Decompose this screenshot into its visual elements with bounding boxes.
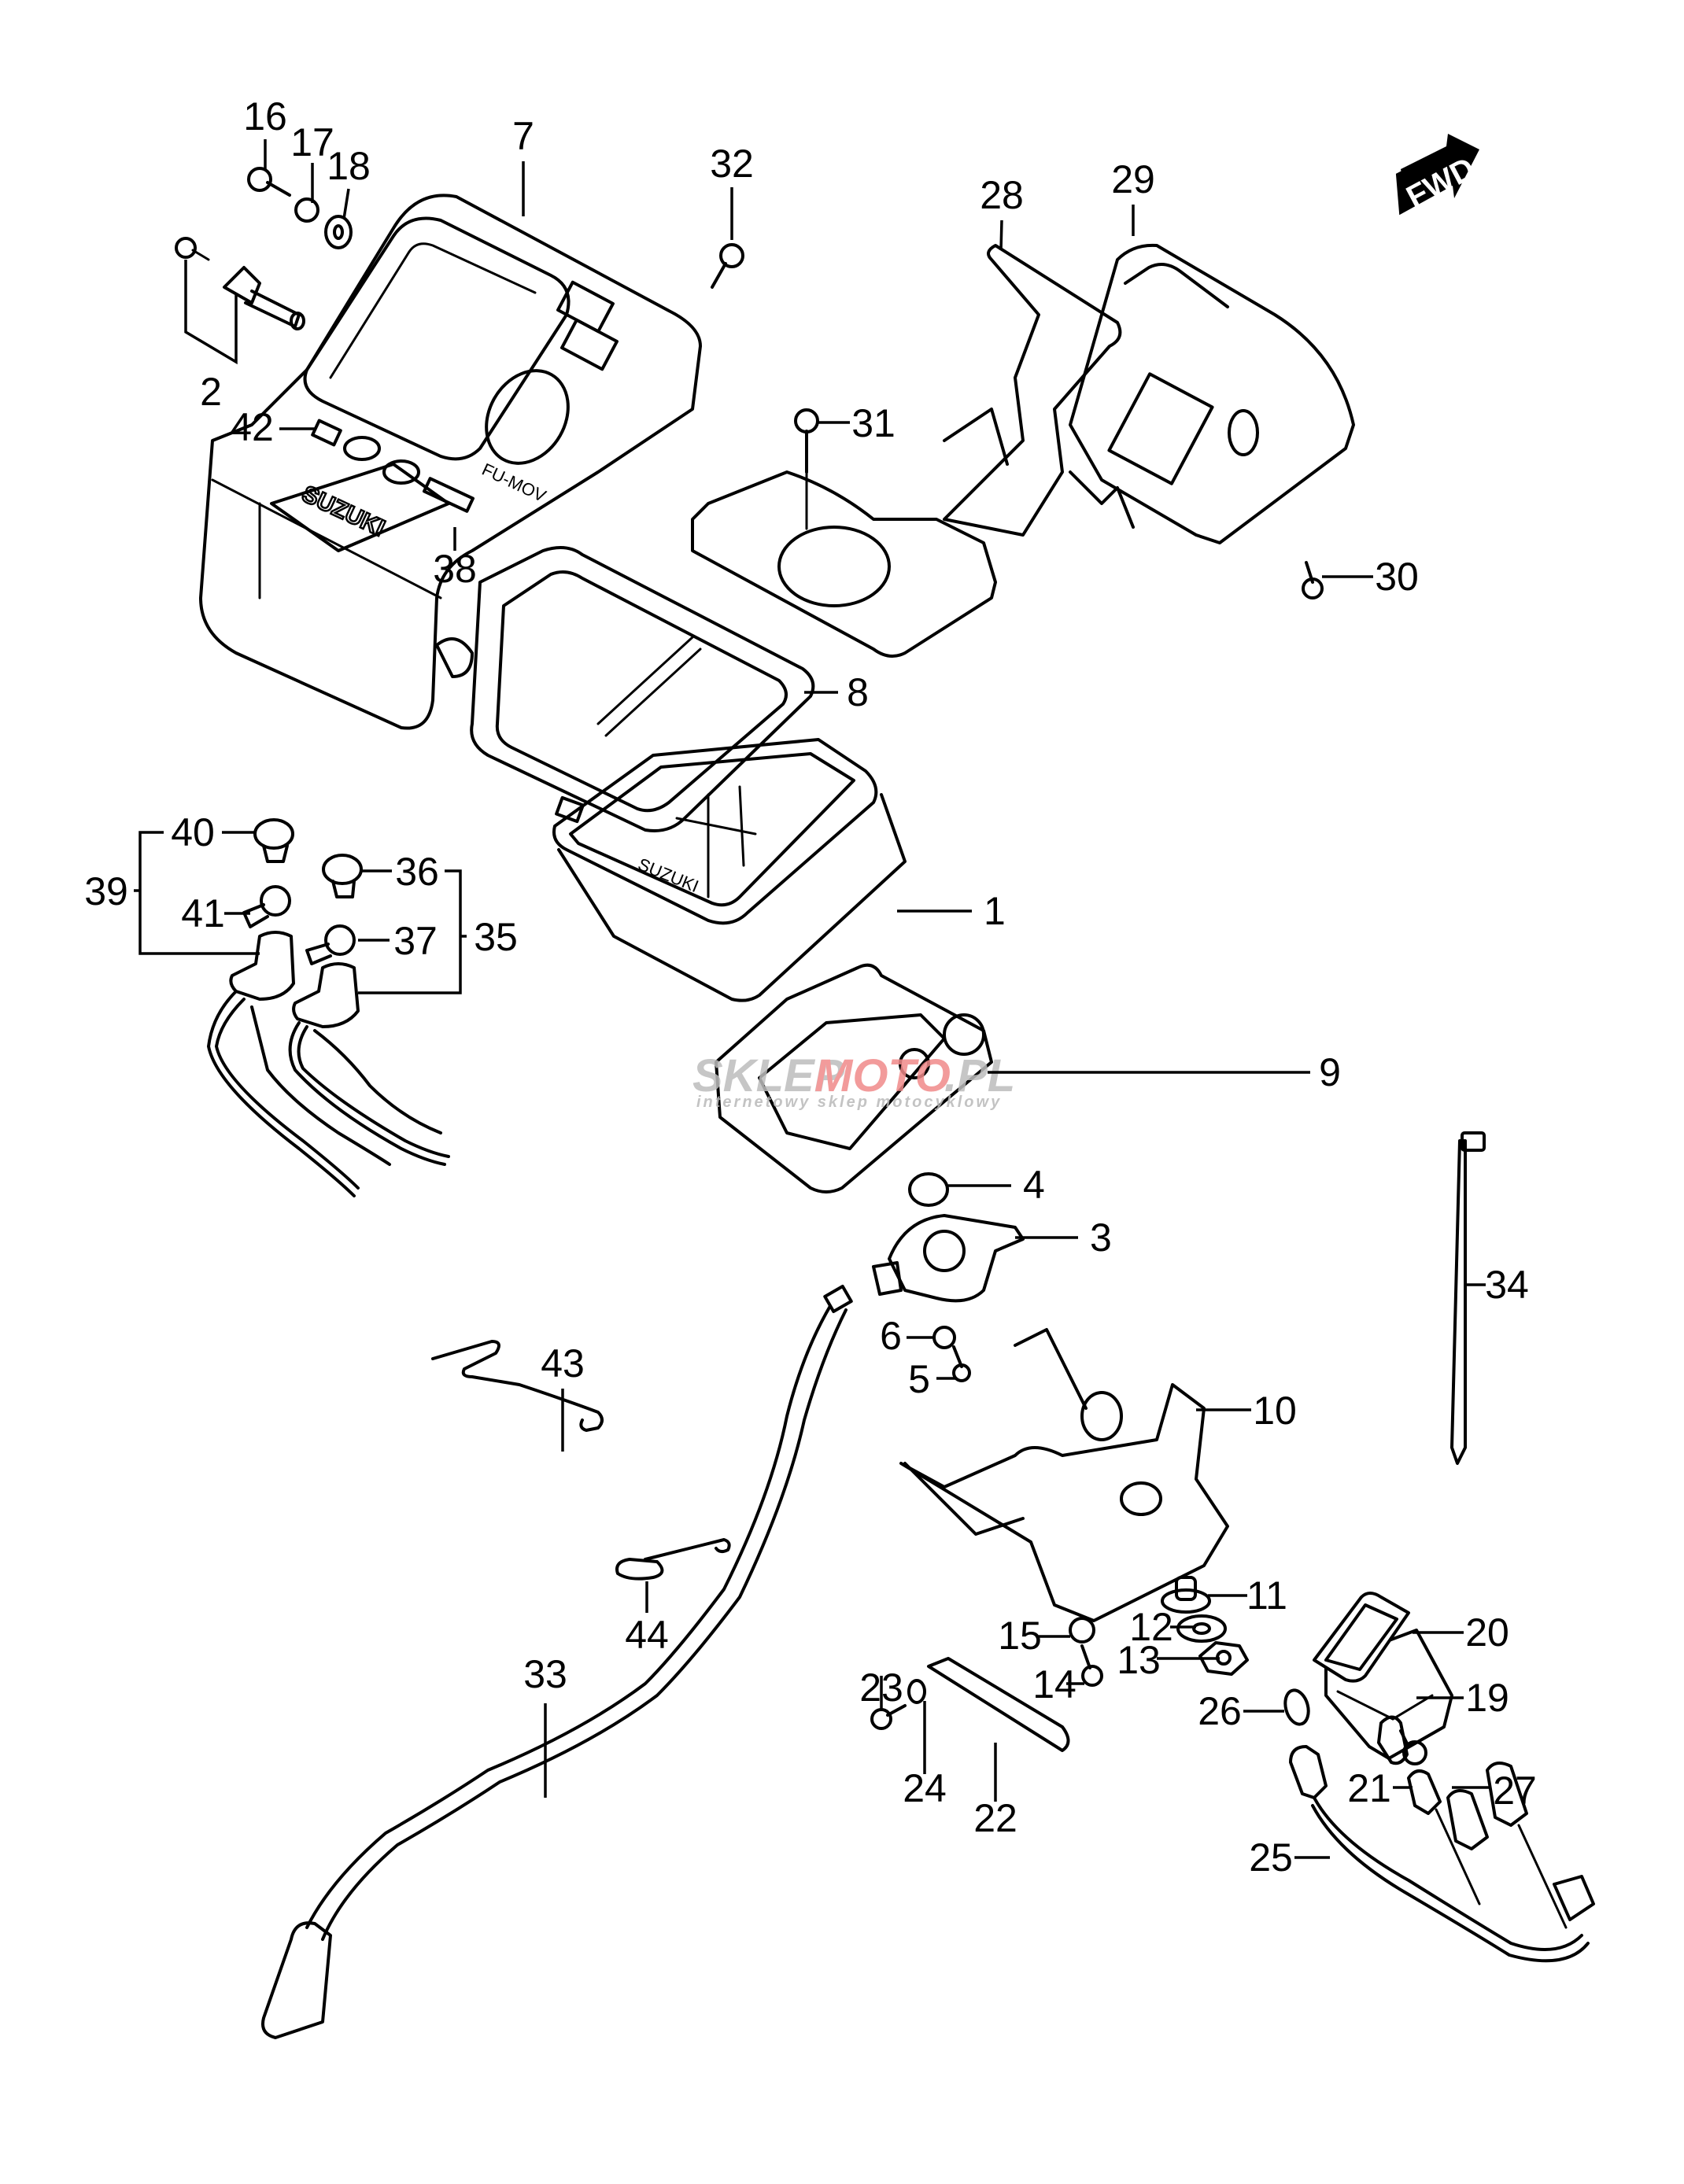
indicator-lens [1313, 1592, 1410, 1683]
cushion-11 [1161, 1576, 1211, 1614]
part-label-43: 43 [541, 1341, 585, 1385]
o-ring [908, 1172, 949, 1207]
part-label-6: 6 [880, 1314, 902, 1358]
part-label-27: 27 [1493, 1769, 1537, 1813]
meter-bracket [899, 1328, 1229, 1622]
part-label-9: 9 [1319, 1050, 1341, 1094]
screw-21 [1399, 1729, 1427, 1765]
part-label-3: 3 [1090, 1216, 1112, 1260]
odometer-reset-knob [223, 266, 305, 330]
forward-arrow-icon: FWD [1395, 134, 1480, 216]
watermark-brand-red: MOTO [814, 1050, 951, 1101]
part-label-38: 38 [433, 547, 477, 591]
lock-washer-17 [294, 197, 319, 223]
washer-18 [324, 215, 353, 249]
washer-24 [907, 1679, 926, 1704]
plate-22 [927, 1657, 1070, 1752]
part-label-12: 12 [1129, 1605, 1173, 1649]
callouts: 1234567891011121314151617181920212223242… [84, 94, 1537, 1880]
speedometer-cable [261, 1284, 853, 2039]
meter-case: SUZUKI [552, 738, 907, 1002]
part-label-16: 16 [243, 94, 287, 138]
washer-12 [1176, 1614, 1227, 1643]
bulb-41 [242, 885, 291, 928]
part-label-36: 36 [395, 850, 439, 894]
part-label-17: 17 [290, 120, 334, 164]
watermark: SKLEP MOTO .PL internetowy sklep motocyk… [692, 1050, 1015, 1111]
screw-5 [952, 1345, 971, 1382]
part-label-42: 42 [230, 405, 274, 449]
clamp-44 [615, 1538, 731, 1581]
watermark-brand-grey: SKLEP [692, 1050, 845, 1101]
group-bracket-2 [184, 260, 238, 365]
group-bracket-35 [358, 869, 467, 994]
part-label-4: 4 [1023, 1163, 1045, 1207]
part-label-28: 28 [980, 173, 1024, 217]
socket-assembly-35 [288, 962, 450, 1166]
part-label-37: 37 [393, 919, 438, 963]
part-label-7: 7 [512, 114, 534, 158]
part-label-22: 22 [973, 1796, 1017, 1840]
bulb-27 [1377, 1715, 1409, 1765]
bulb-37 [305, 924, 356, 965]
part-label-13: 13 [1117, 1638, 1161, 1682]
watermark-tagline: internetowy sklep motocyklowy [696, 1094, 1002, 1111]
part-label-41: 41 [181, 891, 225, 935]
group-bracket-39 [134, 831, 260, 955]
bulb-holder-cap-40 [253, 818, 294, 863]
socket-assembly-39 [207, 931, 391, 1197]
lock-washer-6 [932, 1326, 956, 1349]
part-label-34: 34 [1485, 1263, 1529, 1307]
leader-line-18 [342, 188, 350, 220]
screw-30 [1302, 561, 1324, 599]
part-label-26: 26 [1198, 1689, 1242, 1733]
part-label-21: 21 [1347, 1766, 1391, 1810]
part-label-24: 24 [903, 1766, 947, 1810]
part-label-5: 5 [908, 1357, 930, 1401]
bulb-26 [1283, 1688, 1310, 1726]
part-label-1: 1 [984, 889, 1006, 933]
part-label-19: 19 [1465, 1676, 1509, 1720]
cable-guide [431, 1340, 604, 1432]
part-label-8: 8 [847, 670, 869, 714]
bolt-14 [1080, 1644, 1103, 1687]
clamp-band [1450, 1131, 1486, 1465]
lower-meter-cover [1069, 243, 1355, 544]
leader-line-28 [999, 220, 1003, 251]
screw-31 [794, 408, 819, 530]
indicator-text: FU-MOV [479, 459, 549, 506]
part-label-35: 35 [474, 915, 518, 959]
part-label-18: 18 [327, 144, 371, 188]
screw-16 [247, 167, 291, 197]
lower-meter-case [715, 963, 993, 1193]
part-label-44: 44 [625, 1613, 669, 1657]
wiring-harness [1289, 1745, 1595, 1963]
part-label-15: 15 [998, 1614, 1042, 1658]
part-label-31: 31 [851, 401, 896, 445]
screw-32 [711, 243, 744, 289]
watermark-brand-suffix: .PL [944, 1050, 1015, 1101]
part-label-25: 25 [1249, 1835, 1293, 1880]
gear-box [872, 1214, 1025, 1303]
part-label-30: 30 [1375, 555, 1419, 599]
part-label-11: 11 [1246, 1573, 1287, 1618]
part-label-29: 29 [1111, 157, 1155, 201]
part-label-39: 39 [84, 869, 128, 913]
part-label-32: 32 [710, 142, 754, 186]
part-label-2: 2 [200, 370, 222, 414]
part-label-23: 23 [859, 1666, 903, 1710]
bulb-holder-cap-36 [322, 854, 363, 898]
screw-2 [175, 237, 210, 261]
part-label-33: 33 [523, 1652, 567, 1696]
part-label-40: 40 [171, 810, 215, 854]
upper-meter-cover: SUZUKI FU-MOV [199, 194, 702, 730]
lock-washer-15 [1069, 1617, 1095, 1644]
meter-stay [691, 244, 1122, 658]
part-label-10: 10 [1253, 1389, 1297, 1433]
part-label-14: 14 [1032, 1662, 1077, 1706]
part-label-20: 20 [1465, 1610, 1509, 1655]
